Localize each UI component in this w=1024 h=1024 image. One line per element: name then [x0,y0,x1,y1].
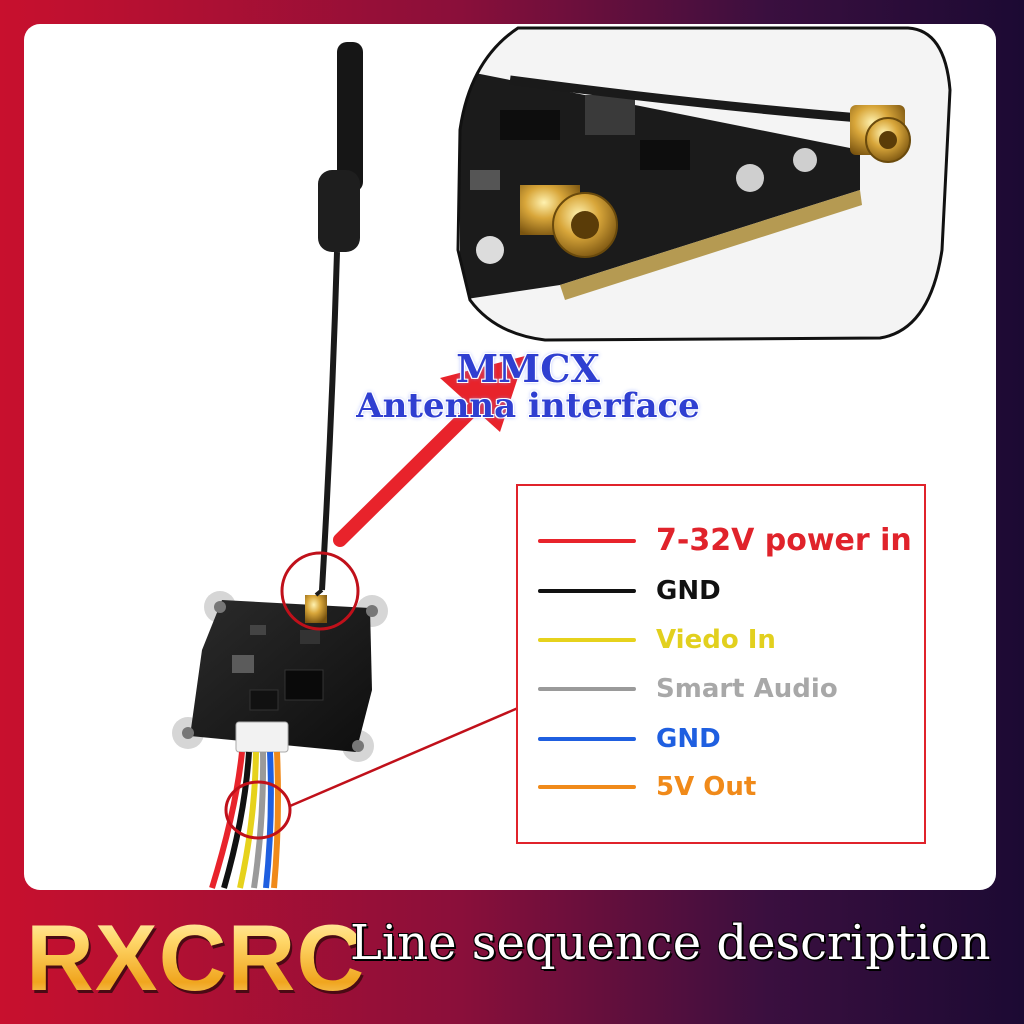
legend-item: Viedo In [538,625,918,655]
legend-label: GND [656,576,721,606]
legend-swatch [538,539,636,543]
legend-label: 7-32V power in [656,523,912,558]
legend-swatch [538,638,636,642]
legend-item: GND [538,576,918,606]
legend-swatch [538,687,636,691]
connector-closeup [458,28,950,340]
legend-label: Smart Audio [656,674,838,704]
legend-item: 7-32V power in [538,526,918,556]
legend-label: 5V Out [656,772,757,802]
footer-subtitle: Line sequence description [350,915,991,971]
brand-logo: RXCRC [26,898,365,1018]
closeup-frame [456,26,952,342]
wire-highlight [224,780,292,840]
legend-item: Smart Audio [538,674,918,704]
antenna-port-highlight [280,551,360,631]
legend-label: Viedo In [656,625,776,655]
vtx-board [172,588,388,762]
antenna [318,42,363,591]
leader-line [289,706,519,808]
legend-swatch [538,589,636,593]
callout-subtitle: Antenna interface [356,386,700,426]
callout-title: MMCX [456,346,600,391]
wire-harness [209,751,281,889]
wire-legend: 7-32V power in GND Viedo In Smart Audio … [516,484,926,844]
red-arrow-icon [333,356,525,547]
legend-swatch [538,785,636,789]
legend-item: 5V Out [538,772,918,802]
legend-label: GND [656,724,721,754]
legend-item: GND [538,724,918,754]
legend-swatch [538,737,636,741]
